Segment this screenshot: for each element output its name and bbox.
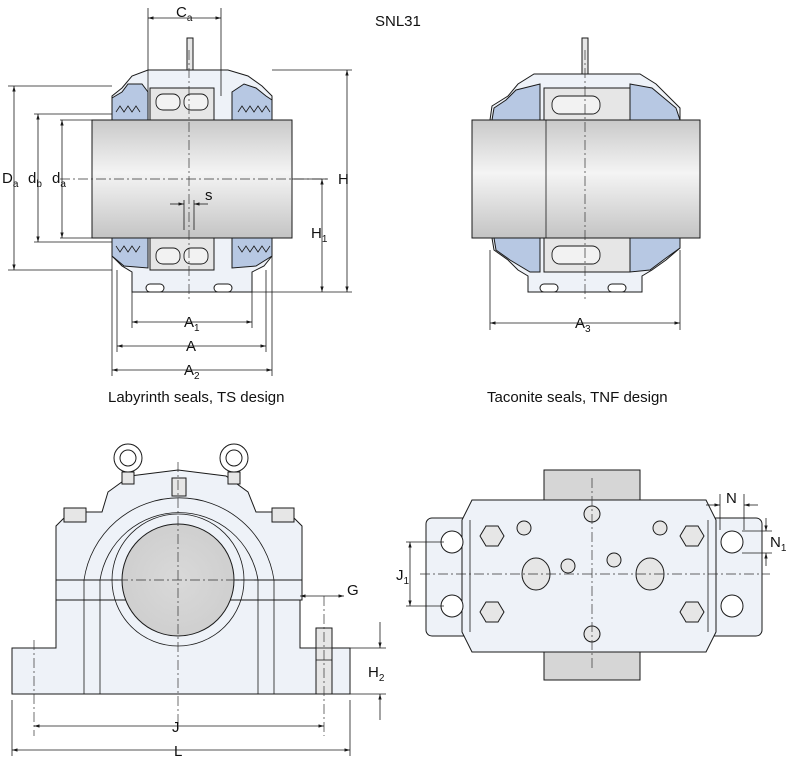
top-dimensions: J1 N N1 <box>396 490 787 607</box>
drawing-title: SNL31 <box>375 13 421 30</box>
label-n: N <box>726 490 737 507</box>
label-da-inner: da <box>52 170 66 190</box>
ts-foot-slot-left <box>145 283 165 293</box>
caption-tnf-design: Taconite seals, TNF design <box>487 389 668 406</box>
label-g: G <box>347 582 359 599</box>
ts-labyrinth-teeth-upper <box>115 105 271 113</box>
top-cap-body <box>461 499 717 653</box>
tnf-shaft <box>471 119 701 239</box>
label-j1: J1 <box>396 567 410 587</box>
tnf-foot-slot-right <box>607 283 627 293</box>
plug-top-left <box>516 520 532 536</box>
label-h1: H1 <box>311 225 328 245</box>
eye-bolt-right-inner <box>225 449 243 467</box>
front-base <box>11 599 351 695</box>
label-a3: A3 <box>575 315 591 335</box>
label-a2: A2 <box>184 362 200 382</box>
top-view <box>420 469 770 681</box>
label-l: L <box>174 743 182 760</box>
cap-bolt-right <box>271 507 295 523</box>
label-h: H <box>338 171 349 188</box>
tnf-roller-upper <box>551 95 601 115</box>
ts-seal-upper-right <box>231 83 273 121</box>
foot-hole-bottom-left <box>440 594 464 618</box>
hex-bolt-4 <box>679 601 705 623</box>
label-da-outer: Da <box>2 170 19 190</box>
center-plug-right <box>606 552 622 568</box>
ts-labyrinth-teeth-lower <box>115 245 271 253</box>
tnf-design-section-view: A3 <box>471 37 701 335</box>
ts-dimensions: Ca Da db da s H H1 A1 A <box>2 4 352 382</box>
ts-roller-lower-right <box>183 247 209 265</box>
eye-bolt-left <box>113 443 143 473</box>
label-n1: N1 <box>770 534 787 554</box>
caption-ts-design: Labyrinth seals, TS design <box>108 389 285 406</box>
ts-design-section-view <box>60 37 330 300</box>
foot-hole-bottom-right <box>720 594 744 618</box>
front-view <box>11 443 351 736</box>
label-ca: Ca <box>176 4 193 24</box>
foot-hole-top-left <box>440 530 464 554</box>
ts-roller-upper-right <box>183 93 209 111</box>
label-j: J <box>172 719 180 736</box>
ts-seal-lower-left <box>111 237 149 269</box>
front-inner-arch <box>83 497 275 694</box>
tnf-foot-slot-left <box>539 283 559 293</box>
label-h2: H2 <box>368 664 385 684</box>
label-a: A <box>186 338 196 355</box>
ts-roller-lower-left <box>155 247 181 265</box>
hex-bolt-2 <box>479 601 505 623</box>
cap-bolt-left <box>63 507 87 523</box>
eye-bolt-right-stem <box>227 471 241 485</box>
hex-bolt-1 <box>479 525 505 547</box>
front-dimensions: G H2 J L <box>11 582 386 760</box>
eye-bolt-right <box>219 443 249 473</box>
label-a1: A1 <box>184 314 200 334</box>
front-inner-arch-2 <box>99 512 259 694</box>
ts-foot-slot-right <box>213 283 233 293</box>
ts-roller-upper-left <box>155 93 181 111</box>
eye-bolt-left-inner <box>119 449 137 467</box>
foot-hole-top-right <box>720 530 744 554</box>
tnf-roller-lower <box>551 245 601 265</box>
ts-grease-nipple <box>186 37 194 71</box>
center-plug-left <box>560 558 576 574</box>
label-s: s <box>205 187 213 204</box>
ts-seal-upper-left <box>111 83 149 121</box>
hex-bolt-3 <box>679 525 705 547</box>
front-grease-fitting <box>171 477 187 497</box>
label-db: db <box>28 170 42 190</box>
eye-bolt-left-stem <box>121 471 135 485</box>
plug-top-right <box>652 520 668 536</box>
